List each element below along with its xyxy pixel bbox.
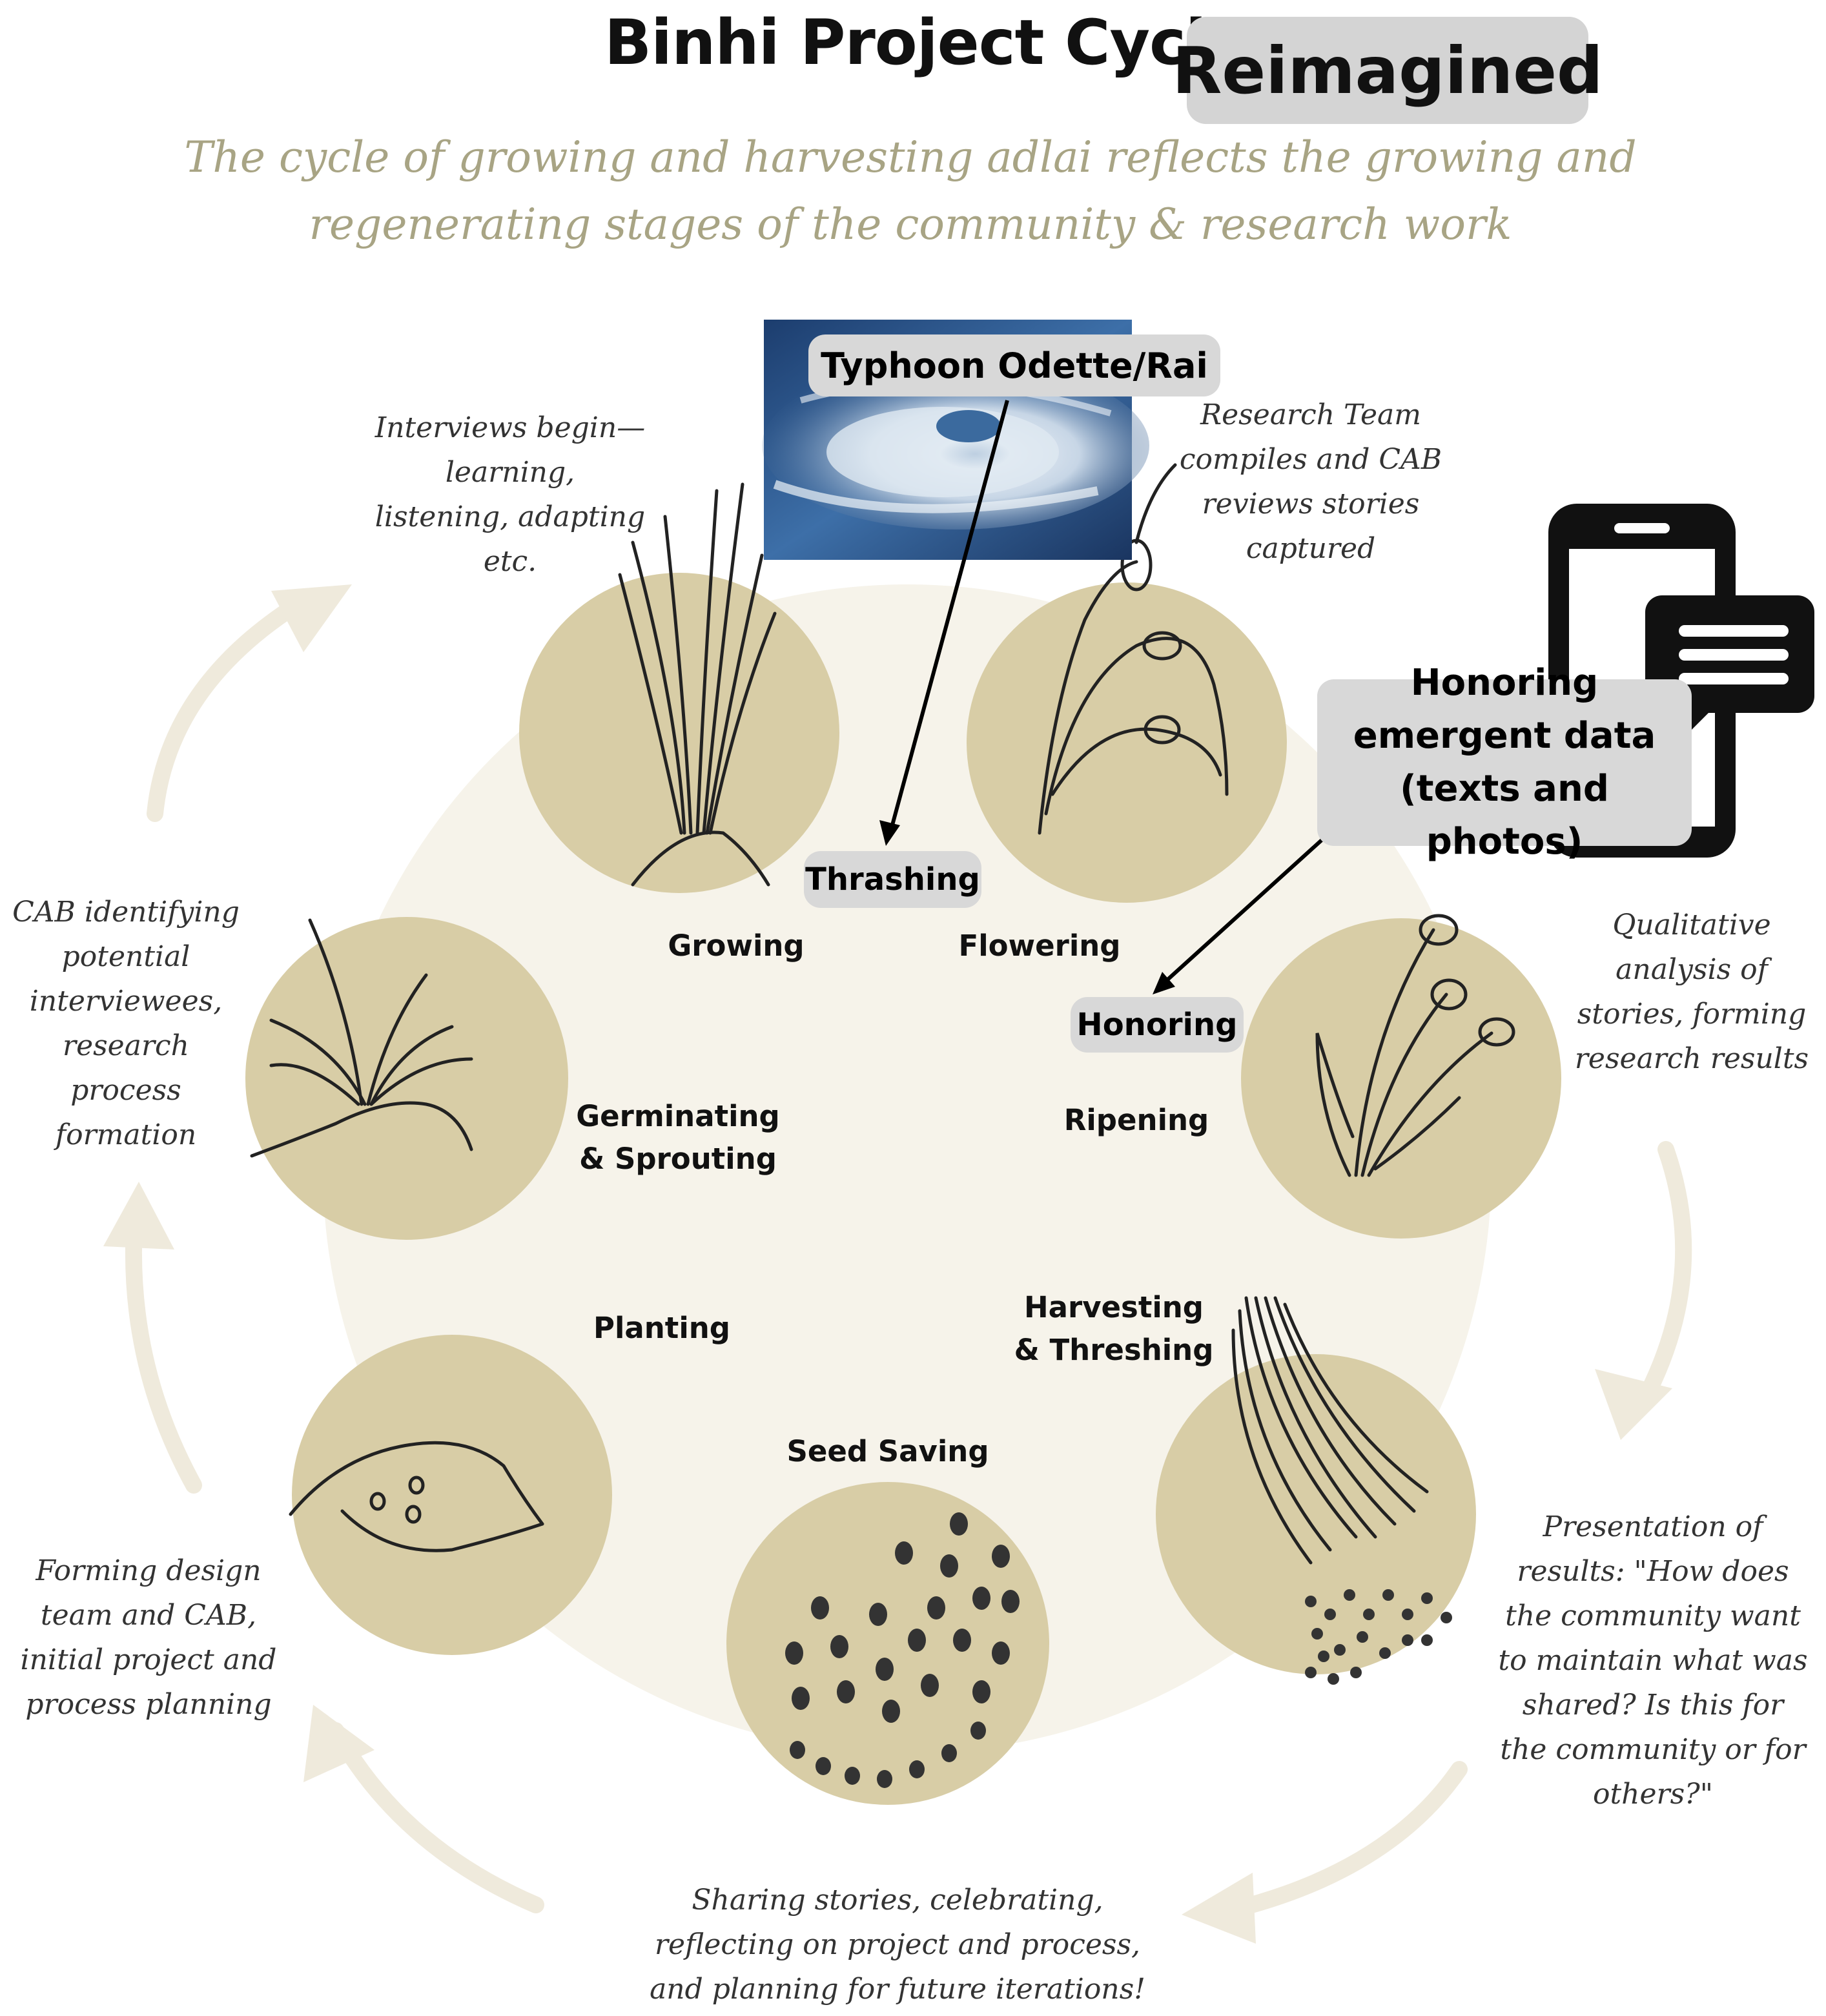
note-sharing: Sharing stories, celebrating, reflecting… xyxy=(650,1884,1145,2006)
flowering-plant-icon xyxy=(1038,463,1229,835)
thrashing-callout: Thrashing xyxy=(804,851,981,908)
note-research-team: Research Team compiles and CAB reviews s… xyxy=(1179,398,1442,565)
germinating-plant-icon xyxy=(250,918,473,1158)
page-title: Binhi Project Cycle xyxy=(604,6,1248,79)
note-interviews: Interviews begin—learning, listening, ad… xyxy=(374,411,646,578)
circle-growing xyxy=(519,573,839,893)
circle-ripening xyxy=(1241,918,1561,1239)
adlai-plant-drawings xyxy=(250,463,1515,1565)
subtitle: The cycle of growing and harvesting adla… xyxy=(184,132,1637,249)
cycle-arrows xyxy=(125,592,1692,1920)
circle-seed-saving xyxy=(726,1482,1049,1805)
callout-arrows xyxy=(889,400,1324,983)
stage-label-flowering: Flowering xyxy=(958,929,1121,963)
cycle-arrowheads xyxy=(103,584,1672,1944)
stage-label-harvesting: Harvesting & Threshing xyxy=(1014,1290,1214,1367)
stage-label-growing: Growing xyxy=(668,929,805,963)
circle-planting xyxy=(292,1335,612,1655)
stage-label-germinating: Germinating & Sprouting xyxy=(576,1099,780,1176)
stage-label-ripening: Ripening xyxy=(1063,1103,1209,1137)
note-qualitative: Qualitative analysis of stories, forming… xyxy=(1574,909,1809,1075)
circle-harvesting xyxy=(1156,1354,1476,1674)
honoring-callout: Honoring xyxy=(1071,997,1244,1053)
circle-flowering xyxy=(967,582,1287,903)
seed-dots xyxy=(785,1512,1452,1788)
ripening-plant-icon xyxy=(1315,914,1515,1177)
honoring-data-callout: Honoring emergent data (texts and photos… xyxy=(1317,662,1692,863)
stage-label-planting: Planting xyxy=(593,1311,730,1345)
note-cab-identifying: CAB identifying potential interviewees, … xyxy=(12,896,240,1151)
planting-icon xyxy=(289,1441,544,1552)
growing-plant-icon xyxy=(618,482,777,887)
note-presentation: Presentation of results: "How does the c… xyxy=(1498,1510,1808,1811)
stage-label-seed-saving: Seed Saving xyxy=(786,1434,989,1468)
reimagined-badge: Reimagined xyxy=(1172,17,1603,124)
typhoon-callout: Typhoon Odette/Rai xyxy=(808,334,1220,396)
harvesting-icon xyxy=(1231,1296,1429,1565)
note-forming: Forming design team and CAB, initial pro… xyxy=(20,1554,277,1721)
